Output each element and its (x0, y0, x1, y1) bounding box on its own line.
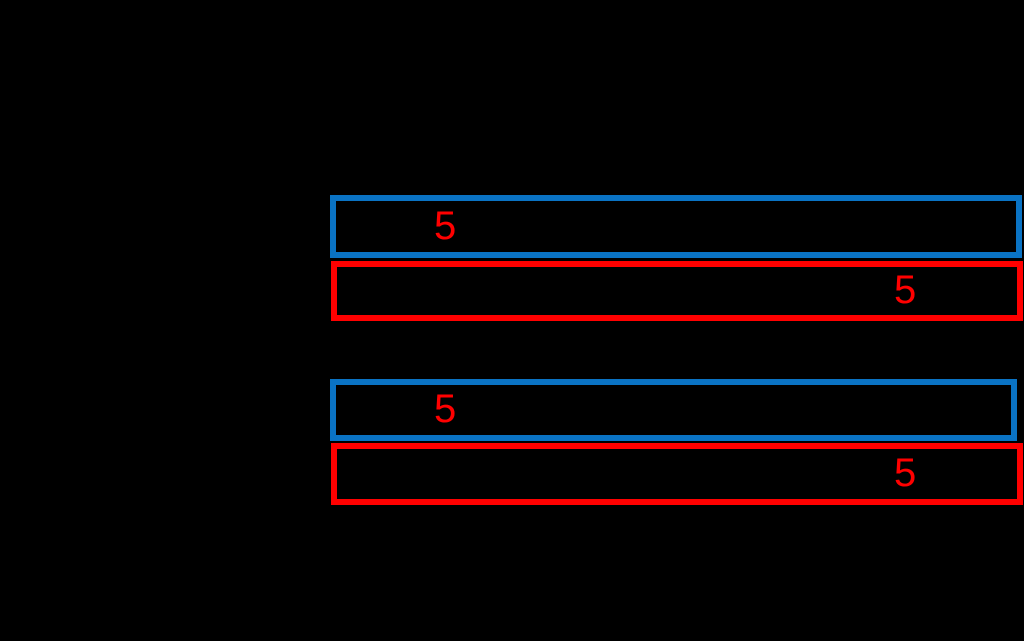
group1-blue-bar-value: 5 (434, 203, 457, 248)
group2-red-bar-value: 5 (894, 451, 917, 496)
group2-red-outline-bar: 5 (331, 443, 1023, 505)
group2-blue-bar-value: 5 (434, 387, 457, 432)
group2-blue-outline-bar: 5 (330, 379, 1017, 441)
group1-red-bar-value: 5 (894, 268, 917, 313)
group1-red-outline-bar: 5 (331, 261, 1023, 321)
group1-blue-outline-bar: 5 (330, 195, 1022, 258)
